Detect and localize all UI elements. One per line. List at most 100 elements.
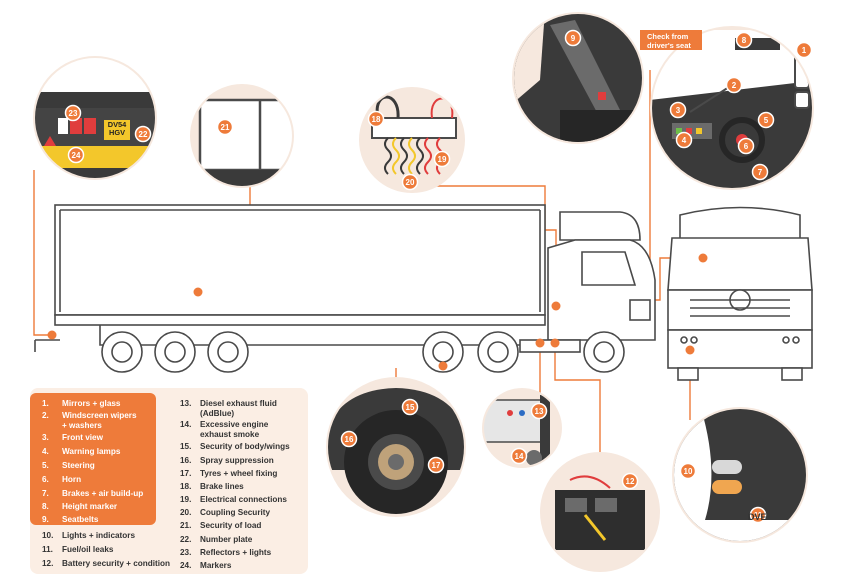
legend-label: Fuel/oil leaks — [62, 545, 114, 554]
legend-number: 15. — [180, 442, 192, 451]
marker-13: 13 — [530, 402, 548, 420]
legend-label: Warning lamps — [62, 447, 121, 456]
legend-label: Coupling Security — [200, 508, 271, 517]
svg-text:22: 22 — [139, 130, 148, 139]
marker-8: 8 — [735, 31, 753, 49]
legend-number: 4. — [42, 447, 49, 456]
plate-line-2: HGV — [108, 128, 125, 138]
partial-plate: DVE — [748, 512, 767, 522]
legend-label: Height marker — [62, 502, 118, 511]
svg-text:9: 9 — [571, 34, 576, 43]
trailer-body — [34, 204, 546, 352]
marker-19: 19 — [433, 150, 451, 168]
legend-label: Battery security + condition — [62, 559, 171, 568]
marker-4: 4 — [675, 131, 693, 149]
legend-label: Security of load — [200, 521, 262, 530]
marker-16: 16 — [340, 430, 358, 448]
svg-text:3: 3 — [676, 106, 681, 115]
legend-number: 6. — [42, 475, 49, 484]
legend-number: 20. — [180, 508, 192, 517]
detail-circle-rear — [33, 56, 157, 180]
marker-14: 14 — [510, 447, 528, 465]
location-dot — [535, 338, 545, 348]
legend-number: 17. — [180, 469, 192, 478]
legend-label: Front view — [62, 433, 103, 442]
legend-label: Electrical connections — [200, 495, 287, 504]
marker-5: 5 — [757, 111, 775, 129]
marker-20: 20 — [401, 173, 419, 191]
legend-number: 21. — [180, 521, 192, 530]
legend-label: Reflectors + lights — [200, 548, 272, 557]
legend-number: 9. — [42, 515, 49, 524]
legend-number: 7. — [42, 489, 49, 498]
marker-3: 3 — [669, 101, 687, 119]
svg-text:13: 13 — [535, 407, 544, 416]
marker-1: 1 — [795, 41, 813, 59]
marker-2: 2 — [725, 76, 743, 94]
svg-text:4: 4 — [682, 136, 687, 145]
location-dot — [551, 301, 561, 311]
legend-number: 10. — [42, 531, 54, 540]
legend-number: 14. — [180, 420, 192, 429]
svg-text:8: 8 — [742, 36, 747, 45]
legend-number: 11. — [42, 545, 53, 554]
legend-label: Steering — [62, 461, 95, 470]
legend-label: Mirrors + glass — [62, 399, 121, 408]
legend-label: Horn — [62, 475, 82, 484]
cab-front — [667, 206, 813, 381]
location-dot — [438, 361, 448, 371]
svg-text:11: 11 — [754, 511, 763, 520]
svg-text:18: 18 — [372, 115, 381, 124]
marker-10: 10 — [679, 462, 697, 480]
legend-number: 12. — [42, 559, 54, 568]
marker-22: 22 — [134, 125, 152, 143]
legend-number: 1. — [42, 399, 49, 408]
marker-6: 6 — [737, 137, 755, 155]
svg-text:20: 20 — [406, 178, 415, 187]
svg-text:6: 6 — [744, 142, 749, 151]
legend-number: 24. — [180, 561, 192, 570]
legend-number: 16. — [180, 456, 192, 465]
location-dot — [550, 338, 560, 348]
legend-label: Tyres + wheel fixing — [200, 469, 278, 478]
marker-24: 24 — [67, 146, 85, 164]
svg-text:15: 15 — [406, 403, 415, 412]
legend-label: Diesel exhaust fluid (AdBlue) — [200, 399, 277, 418]
detail-circle-wheel — [326, 377, 466, 517]
detail-circle-seatbelt — [512, 12, 644, 144]
location-dot — [698, 253, 708, 263]
legend-label: Seatbelts — [62, 515, 99, 524]
legend-number: 18. — [180, 482, 192, 491]
svg-text:5: 5 — [764, 116, 769, 125]
svg-text:21: 21 — [221, 123, 230, 132]
svg-text:23: 23 — [69, 109, 78, 118]
marker-17: 17 — [427, 456, 445, 474]
legend-number: 13. — [180, 399, 192, 408]
legend-label: Brake lines — [200, 482, 244, 491]
marker-11: 11 — [749, 506, 767, 524]
legend-highlight — [30, 393, 156, 525]
svg-text:17: 17 — [432, 461, 441, 470]
svg-text:1: 1 — [802, 46, 807, 55]
svg-text:19: 19 — [438, 155, 447, 164]
legend-label: Number plate — [200, 535, 253, 544]
marker-15: 15 — [401, 398, 419, 416]
svg-text:16: 16 — [345, 435, 354, 444]
legend-number: 22. — [180, 535, 192, 544]
legend-label: Windscreen wipers + washers — [62, 411, 137, 430]
wheels — [101, 331, 625, 373]
legend-number: 8. — [42, 502, 49, 511]
svg-text:12: 12 — [626, 477, 635, 486]
detail-circle-battery — [540, 452, 660, 572]
legend-number: 3. — [42, 433, 49, 442]
svg-text:2: 2 — [732, 81, 737, 90]
legend-label: Excessive engine exhaust smoke — [200, 420, 269, 439]
plate-line-1: DV54 — [107, 120, 127, 129]
marker-9: 9 — [564, 29, 582, 47]
svg-text:24: 24 — [72, 151, 81, 160]
marker-23: 23 — [64, 104, 82, 122]
legend-label: Security of body/wings — [200, 442, 290, 451]
location-dot — [193, 287, 203, 297]
